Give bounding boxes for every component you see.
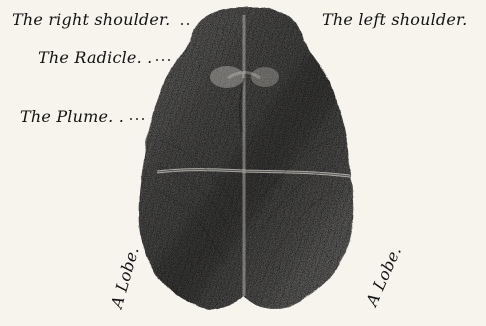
label-radicle: The Radicle. . — [38, 48, 152, 67]
label-plume: The Plume. . — [20, 107, 124, 126]
engraving-texture — [139, 8, 353, 309]
label-right-shoulder: The right shoulder. — [12, 10, 170, 29]
label-left-shoulder: The left shoulder. — [322, 10, 467, 29]
